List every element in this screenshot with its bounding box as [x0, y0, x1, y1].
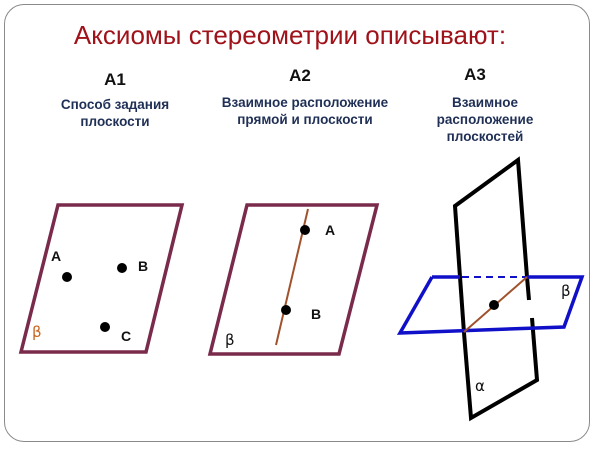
intersection-point	[489, 300, 499, 310]
plane-alpha-left-edge-mid	[458, 276, 466, 334]
plane-beta-outline	[18, 203, 185, 354]
figure-3-intersecting-planes: β α	[396, 156, 585, 422]
point-a	[62, 272, 72, 282]
plane-beta-outline	[396, 275, 585, 335]
axiom-1-desc-line-2: плоскости	[80, 114, 150, 129]
point-a-label: A	[51, 248, 61, 264]
plane-beta-label: β	[32, 323, 42, 341]
axiom-3-desc-line-2: расположение	[436, 112, 534, 127]
plane-beta-label: β	[225, 331, 235, 349]
axiom-1-desc-line-1: Способ задания	[60, 97, 170, 112]
point-a	[300, 225, 310, 235]
figure-1-plane-three-points: A B C β	[18, 203, 185, 354]
plane-alpha-right-edge-upper	[525, 276, 531, 301]
axiom-2-description: Взаимное расположение прямой и плоскости	[195, 94, 415, 128]
plane-beta-outline	[207, 203, 380, 356]
point-a-label: A	[325, 222, 335, 238]
point-b	[117, 263, 127, 273]
slide-title: Аксиомы стереометрии описывают:	[73, 20, 507, 50]
axiom-2-desc-line-2: прямой и плоскости	[237, 112, 373, 127]
axiom-2-desc-line-1: Взаимное расположение	[221, 95, 389, 110]
slide-frame	[4, 4, 590, 442]
axiom-3-desc-line-1: Взаимное	[452, 95, 518, 110]
plane-beta-label: β	[561, 282, 571, 300]
axiom-3-description: Взаимное расположение плоскостей	[420, 94, 550, 145]
figure-2-line-in-plane: A B β	[207, 203, 380, 356]
point-c	[100, 322, 110, 332]
axiom-3-desc-line-3: плоскостей	[446, 129, 524, 144]
plane-alpha-lower	[462, 317, 540, 422]
plane-alpha-label: α	[475, 377, 485, 395]
axiom-1-label: А1	[104, 70, 126, 89]
axiom-2-label: А2	[289, 66, 311, 85]
axiom-1-description: Способ задания плоскости	[20, 96, 210, 130]
point-c-label: C	[121, 328, 131, 344]
axiom-3-label: А3	[464, 65, 486, 84]
point-b-label: B	[138, 258, 148, 274]
point-b-label: B	[311, 306, 321, 322]
point-b	[281, 305, 291, 315]
plane-alpha-upper	[452, 156, 529, 278]
